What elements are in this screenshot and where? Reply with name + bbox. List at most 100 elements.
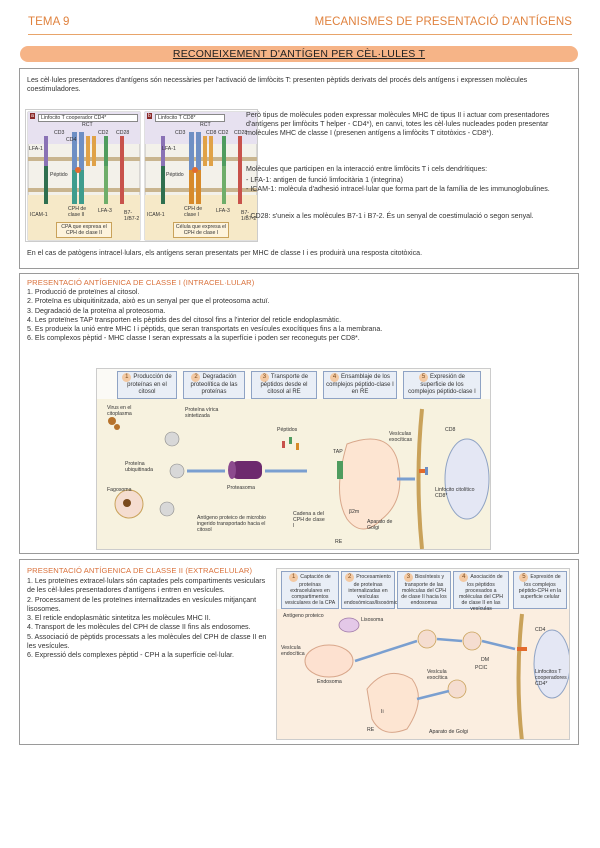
class-ii-step: 6. Expressió dels complexes pèptid - CPH… [27,651,234,660]
class-ii-steps: 1. Les proteïnes extracel·lulars són cap… [27,577,269,661]
viral-protein-label: Proteína vírica sintetizada [185,407,219,419]
proteasome-label: Proteasoma [227,485,255,491]
panel-b-cd3: CD3 [175,130,186,136]
panel-a-peptide: Péptido [50,172,68,178]
panel-b-cd28: CD28 [234,130,248,136]
stage-number: 5 [418,373,428,382]
class-i-step: 6. Els complexos pèptid - MHC classe I s… [27,334,360,343]
stage-text: Ensamblaje de los complejos péptido-clas… [326,374,394,395]
dm-label: DM [481,657,490,663]
peptides-label: Péptidos [277,427,298,433]
stage-text: Procesamiento de proteínas internalizada… [344,574,403,606]
exocytic-label: Vesícula exocítica [427,669,448,681]
tcell-interaction-figure: a b Linfocito T cooperador CD4* Linfocit… [25,109,258,242]
pcic-label: PCIC [475,665,488,671]
vesicles-label: Vesículas exocíticas [389,431,413,443]
tcell-interaction-diagram [27,111,257,241]
re-label: RE [335,539,343,545]
panel-a-rct: RCT [82,122,93,128]
panel-a-cd3: CD3 [54,130,65,136]
panel-a-cd28: CD28 [116,130,130,136]
cd4-cell-label: Linfocitos T cooperadores CD4* [535,669,567,687]
class-i-section: PRESENTACIÓ ANTÍGENICA DE CLASSE I (INTR… [19,273,579,554]
class-i-step: 2. Proteïna es ubiquitinitzada, això es … [27,297,270,306]
re-label-ii: RE [367,727,375,733]
panel-b-rct: RCT [200,122,211,128]
class-ii-step: 4. Transport de les molècules del CPH de… [27,623,251,632]
class-i-pathway-diagram [97,399,490,549]
golgi-label-ii: Aparato de Golgi [429,729,468,735]
class-i-step: 5. Es produeix la unió entre MHC I i pèp… [27,325,383,334]
mhc-types-paragraph: Però tipus de molècules poden expressar … [246,111,550,138]
stage-number: 4 [329,373,339,382]
panel-b-icam1: ICAM-1 [147,212,165,218]
class-i-steps: 1. Producció de proteïnes al citosol. 2.… [27,288,572,344]
class-ii-title: PRESENTACIÓ ANTÍGENICA DE CLASSE II (EXT… [27,566,253,575]
intracellular-note: En el cas de patògens intracel·lulars, e… [27,249,423,257]
b2m-label: β2m [349,509,360,515]
panel-a-cd4: CD4 [66,137,77,143]
endocytic-label: Vesícula endocítica [281,645,305,657]
cd4-label: CD4 [535,627,546,633]
panel-a-lfa3: LFA-3 [98,208,112,214]
panel-b-lfa3: LFA-3 [216,208,230,214]
stage-number: 2 [345,573,355,582]
ii-label: Ii [381,709,384,715]
bullet-icam1: - ICAM-1: molècula d'adhesió intracel·lu… [246,185,550,193]
panel-a-caption: CPA que expresa el CPH de clase II [56,222,112,238]
panel-a-icam1: ICAM-1 [30,212,48,218]
lysosome-label: Lisosoma [361,617,384,623]
intro-section: Les cèl·lules presentadores d'antígens s… [19,68,579,269]
stage-number: 3 [259,373,269,382]
stage-text: Asociación de los péptidos procesados a … [458,574,504,612]
panel-a-lfa1: LFA-1 [29,146,43,152]
microbe-antigen-label: Antígeno proteico de microbio ingerido t… [197,515,266,533]
panel-b-mhc: CPH de clase I [184,206,203,218]
class-i-step: 4. Les proteïnes TAP transporten els pèp… [27,315,342,324]
stage-number: 4 [459,573,469,582]
antigen-label: Antígeno proteico [283,613,324,619]
class-ii-step: 2. Processament de les proteïnes interna… [27,595,257,613]
class-ii-section: PRESENTACIÓ ANTÍGENICA DE CLASSE II (EXT… [19,559,579,745]
panel-b-peptide: Péptido [166,172,184,178]
panel-b-cd2: CD2 [218,130,229,136]
stage-text: Producción de proteínas en el citosol [127,374,172,395]
class-ii-step: 1. Les proteïnes extracel·lulars són cap… [27,577,266,595]
class-ii-pathway-diagram [277,609,569,739]
panel-b-lfa1: LFA-1 [162,146,176,152]
panel-b-caption: Célula que expresa el CPH de clase I [173,222,229,238]
ubiquitinated-label: Proteína ubiquitinada [125,461,153,473]
stage-text: Captación de proteínas extracelulares en… [284,574,336,606]
bullet-cd28: - CD28: s'uneix a les molècules B7-1 i B… [246,212,534,220]
bullet-lfa1: - LFA-1: antigen de funció limfocitària … [246,176,403,184]
section-title-bar: RECONEIXEMENT D'ANTÍGEN PER CÈL·LULES T [20,46,578,62]
panel-a-cd2: CD2 [98,130,109,136]
panel-a-label: a [30,113,35,119]
panel-b-cd8: CD8 [206,130,217,136]
header-divider [28,34,572,35]
stage-text: Transporte de péptidos desde el citosol … [260,374,309,395]
stage-text: Biosíntesis y transporte de las molécula… [401,574,447,606]
stage-text: Expresión de los complejos péptido-CPH e… [518,574,562,600]
golgi-label: Aparato de Golgi [367,519,393,531]
panel-a-title: Linfocito T cooperador CD4* [38,114,138,122]
class-i-title: PRESENTACIÓ ANTÍGENICA DE CLASSE I (INTR… [27,278,255,287]
phagosome-label: Fagosoma [107,487,132,493]
stage-number: 5 [519,573,529,582]
virus-label: Virus en el citoplasma [107,405,132,417]
class-i-chain-label: Cadena a del CPH de clase I [293,511,325,529]
topic-label: TEMA 9 [28,16,70,28]
class-i-step: 1. Producció de proteïnes al citosol. [27,288,140,296]
stage-text: Degradación proteolítica de las proteína… [190,374,238,395]
